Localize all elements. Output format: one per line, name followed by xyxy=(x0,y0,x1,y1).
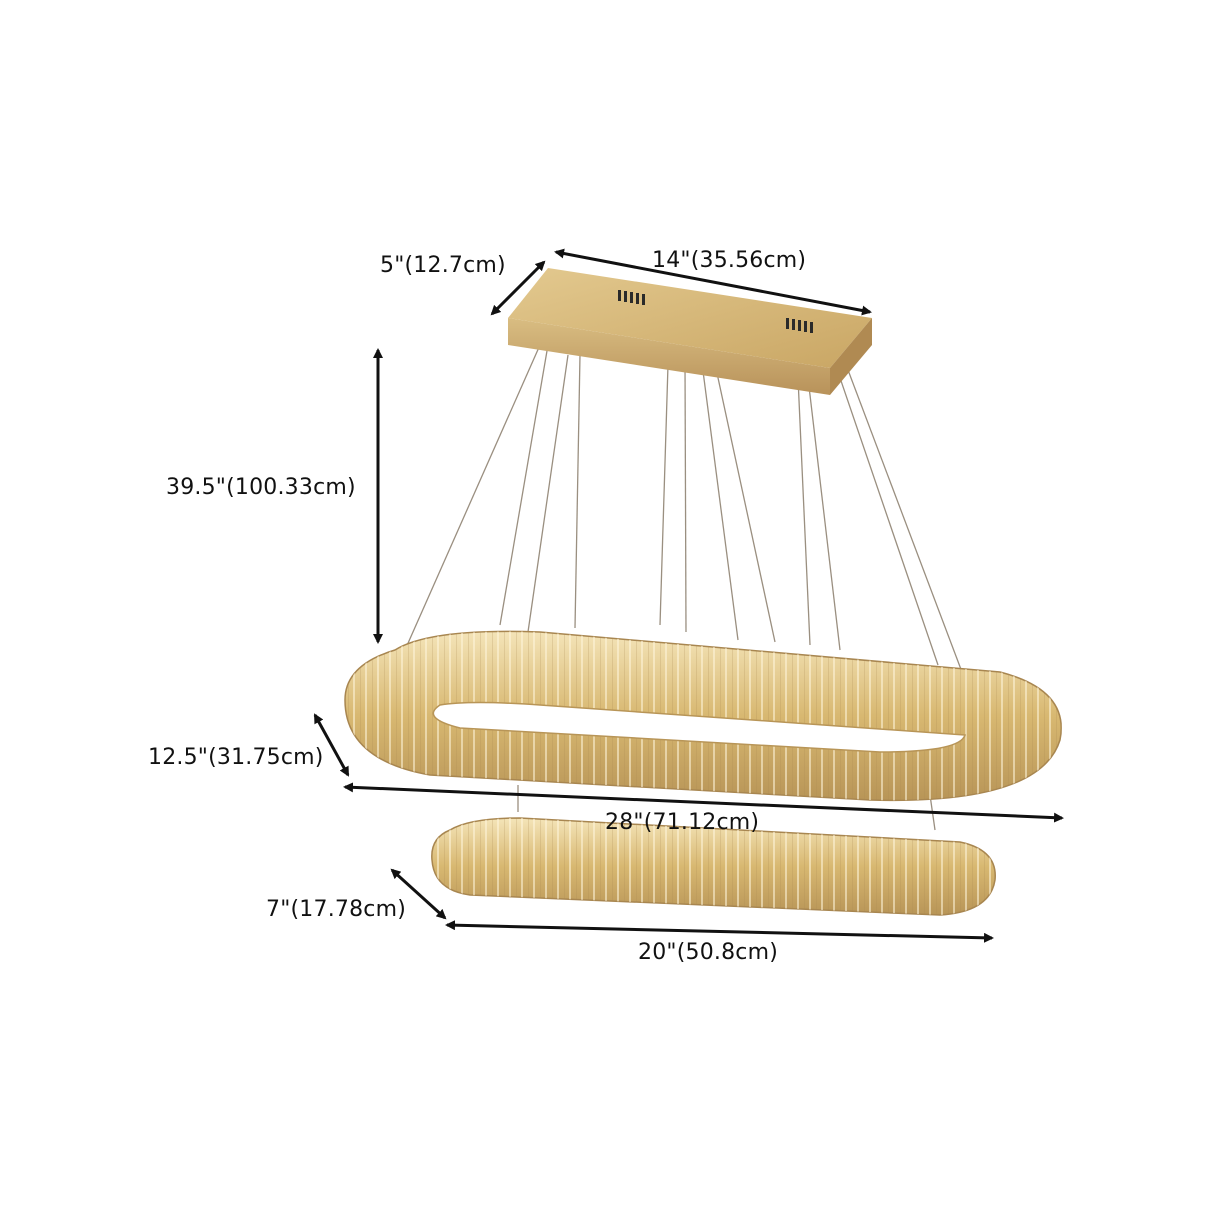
upper-ring-width-label: 28"(71.12cm) xyxy=(605,810,760,835)
lower-ring-width-label: 20"(50.8cm) xyxy=(638,940,778,965)
canopy-width-arrow xyxy=(554,248,872,316)
upper-crystal-ring xyxy=(344,630,1062,802)
upper-ring-depth-arrow xyxy=(313,713,350,777)
lower-ring-depth-label: 7"(17.78cm) xyxy=(266,897,406,922)
canopy-vent-right xyxy=(786,318,813,333)
canopy-width-label: 14"(35.56cm) xyxy=(652,248,807,273)
dimension-arrows xyxy=(313,248,1064,943)
hanging-height-label: 39.5"(100.33cm) xyxy=(166,475,356,500)
upper-ring-depth-label: 12.5"(31.75cm) xyxy=(148,745,324,770)
canopy-depth-label: 5"(12.7cm) xyxy=(380,253,506,278)
lower-ring-width-arrow xyxy=(445,920,994,943)
ceiling-canopy xyxy=(508,268,872,395)
canopy-depth-arrow xyxy=(490,260,546,316)
lower-ring-depth-arrow xyxy=(390,868,447,920)
upper-ring-width-arrow xyxy=(343,782,1064,823)
